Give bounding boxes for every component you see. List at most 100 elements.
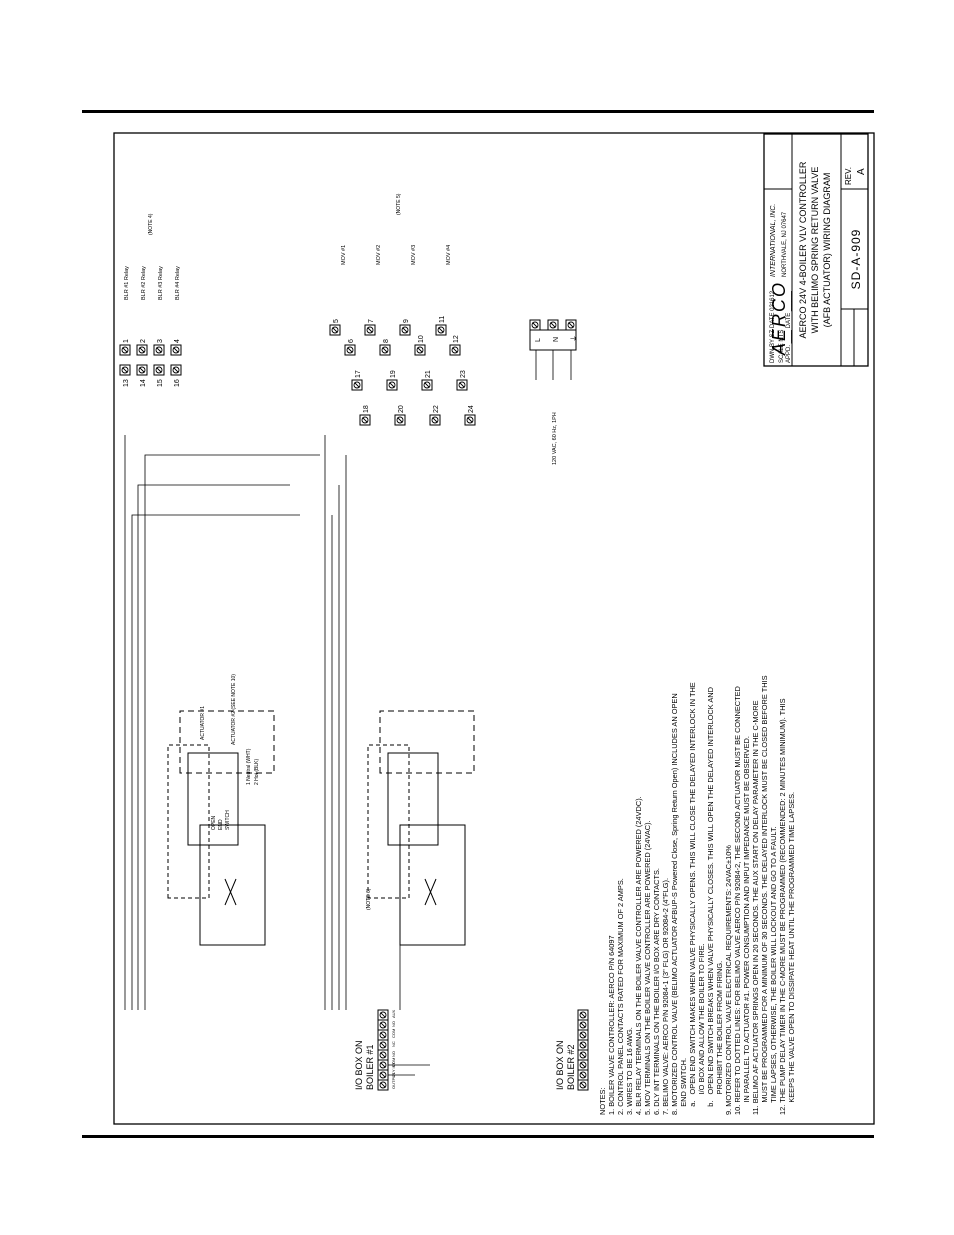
tb-address: NORTHVALE, NJ 07647 [782, 211, 788, 277]
tb-scale: SCALE NTS [779, 330, 785, 363]
svg-text:17: 17 [355, 370, 362, 378]
svg-text:4: 4 [174, 339, 181, 343]
tb-description-2: WITH BELIMO SPRING RETURN VALVE [810, 167, 820, 334]
tb-drawn-by: DWN.BY SZ DATE 021612 [770, 290, 776, 363]
svg-text:14: 14 [140, 379, 147, 387]
svg-text:7. BELIMO VALVE: AERCO P/N 920: 7. BELIMO VALVE: AERCO P/N 92084-1 (3" F… [661, 878, 670, 1115]
svg-text:NO: NO [391, 1051, 396, 1057]
title-block: DWN.BY SZ DATE 021612 SCALE NTS APPD. __… [763, 133, 869, 367]
svg-text:1. BOILER VALVE CONTROLLER: AE: 1. BOILER VALVE CONTROLLER: AERCO P/N 64… [607, 935, 616, 1115]
svg-text:MOV #1: MOV #1 [341, 245, 347, 265]
svg-text:11. BELIMO AF ACTUATOR SPRINGS: 11. BELIMO AF ACTUATOR SPRINGS OPEN IN 2… [751, 700, 760, 1115]
svg-text:12: 12 [453, 335, 460, 343]
svg-text:BLR #2 Relay: BLR #2 Relay [141, 266, 147, 300]
tb-drawing-number: SD-A-909 [849, 229, 863, 290]
svg-text:5: 5 [333, 319, 340, 323]
svg-text:20: 20 [398, 405, 405, 413]
notes-block: NOTES: 1. BOILER VALVE CONTROLLER: AERCO… [598, 675, 796, 1115]
svg-text:23: 23 [460, 370, 467, 378]
tb-description-1: AERCO 24V 4-BOILER VLV CONTROLLER [798, 161, 808, 338]
svg-text:PROHIBIT THE BOILER FROM FIRIN: PROHIBIT THE BOILER FROM FIRING. [715, 961, 724, 1115]
svg-text:COM: COM [391, 1058, 396, 1067]
svg-text:END: END [218, 819, 224, 830]
notes-heading: NOTES: [598, 1087, 607, 1115]
svg-text:2. CONTROL PANEL CONTACTS RATE: 2. CONTROL PANEL CONTACTS RATED FOR MAXI… [616, 878, 625, 1115]
tb-company-sub: INTERNATIONAL, INC. [770, 204, 777, 277]
svg-text:MOV #3: MOV #3 [411, 245, 417, 265]
svg-text:SWITCH: SWITCH [225, 810, 231, 830]
svg-text:END SWITCH.: END SWITCH. [679, 1058, 688, 1115]
svg-text:18: 18 [363, 405, 370, 413]
svg-text:8: 8 [383, 339, 390, 343]
svg-text:16: 16 [174, 379, 181, 387]
svg-text:COM: COM [391, 1029, 396, 1038]
svg-text:6: 6 [348, 339, 355, 343]
svg-text:BOILER #1: BOILER #1 [365, 1044, 375, 1090]
svg-text:5. MOV TERMINALS ON THE BOILER: 5. MOV TERMINALS ON THE BOILER VALVE CON… [643, 820, 652, 1115]
svg-text:KEEPS THE VALVE OPEN TO DISSIP: KEEPS THE VALVE OPEN TO DISSIPATE HEAT U… [787, 792, 796, 1115]
svg-text:NO: NO [391, 1021, 396, 1027]
tb-approved: APPD. ____ DATE ______ [786, 290, 792, 363]
svg-text:4. BLR RELAY TERMINALS ON THE: 4. BLR RELAY TERMINALS ON THE BOILER VAL… [634, 796, 643, 1115]
actuator-group-1 [167, 710, 430, 1076]
svg-text:10. REFER TO DOTTED LINES: FOR: 10. REFER TO DOTTED LINES: FOR BELIMO VA… [733, 686, 742, 1115]
svg-text:TIME LAPSES, OTHERWISE, THE BO: TIME LAPSES, OTHERWISE, THE BOILER WILL … [769, 826, 778, 1115]
svg-text:24: 24 [468, 405, 475, 413]
svg-text:11: 11 [439, 316, 446, 323]
svg-text:12. THE PUMP DELAY TIMER IN TH: 12. THE PUMP DELAY TIMER IN THE C-MORE M… [778, 698, 787, 1115]
svg-text:MUST BE PROGRAMMED FOR A MINIM: MUST BE PROGRAMMED FOR A MINIMUM OF 30 S… [760, 675, 769, 1115]
mov-terminals: 5 7 9 11 6 8 10 12 17 19 21 23 18 20 22 … [329, 193, 476, 426]
svg-text:I/O BOX ON: I/O BOX ON [354, 1040, 364, 1090]
svg-text:BLR #3 Relay: BLR #3 Relay [158, 266, 164, 300]
actuator-group-2 [367, 710, 475, 946]
svg-text:NC: NC [391, 1041, 396, 1047]
bottom-rule [82, 1135, 874, 1138]
power-label: 120 VAC, 60 Hz, 1PH [552, 412, 558, 465]
svg-text:(NOTE 4): (NOTE 4) [148, 213, 154, 235]
io-box-boiler-2: I/O BOX ON BOILER #2 [555, 1009, 589, 1091]
svg-text:10: 10 [418, 335, 425, 343]
svg-text:I/O BOX ON: I/O BOX ON [555, 1040, 565, 1090]
svg-text:I/O BOX AND ALLOW THE BOILER T: I/O BOX AND ALLOW THE BOILER TO FIRE. [697, 943, 706, 1115]
svg-text:22: 22 [433, 405, 440, 413]
svg-text:N: N [553, 337, 560, 342]
svg-text:BOILER #2: BOILER #2 [566, 1044, 576, 1090]
svg-text:15: 15 [157, 379, 164, 387]
svg-text:1 Neutral (WHT): 1 Neutral (WHT) [246, 748, 252, 785]
svg-text:IN PARALLEL TO ACTUATOR #1. PO: IN PARALLEL TO ACTUATOR #1. POWER CONSUM… [742, 736, 751, 1115]
io-box-boiler-1: I/O BOX ON BOILER #1 (NOTE 6) OUTPUT DLY… [354, 888, 396, 1091]
svg-text:9. MOTORIZED CONTROL VALVE ELE: 9. MOTORIZED CONTROL VALVE ELECTRICAL RE… [724, 845, 733, 1115]
svg-text:AUX: AUX [391, 1009, 396, 1018]
wiring-trunk [124, 435, 347, 1010]
relay-terminals: 1 2 3 4 13 14 15 16 BLR #1 Relay BLR #2 … [119, 213, 182, 387]
tb-description-3: (AFB ACTUATOR) WIRING DIAGRAM [822, 173, 832, 328]
svg-text:MOV #2: MOV #2 [376, 245, 382, 265]
svg-text:8. MOTORIZED CONTROL VALVE (BE: 8. MOTORIZED CONTROL VALVE (BELIMO ACTUA… [670, 693, 679, 1115]
svg-text:3. WIRES TO BE 16 AWG.: 3. WIRES TO BE 16 AWG. [625, 1027, 634, 1115]
tb-rev-label: REV. [844, 167, 853, 185]
svg-text:L: L [535, 338, 542, 342]
svg-text:MOV #4: MOV #4 [446, 245, 452, 265]
tb-rev: A [856, 168, 867, 175]
svg-text:⏚: ⏚ [570, 335, 578, 342]
svg-text:7: 7 [368, 319, 375, 323]
svg-text:2: 2 [140, 339, 147, 343]
drawing-border [113, 132, 875, 1125]
tb-company-logo: AERCO [769, 281, 789, 356]
svg-text:b. OPEN END SWITCH BREAKS WH: b. OPEN END SWITCH BREAKS WHEN VALVE PHY… [706, 687, 715, 1115]
svg-text:19: 19 [390, 370, 397, 378]
svg-text:BLR #4 Relay: BLR #4 Relay [175, 266, 181, 300]
svg-text:ACTUATOR #2 (SEE NOTE 10): ACTUATOR #2 (SEE NOTE 10) [231, 674, 237, 745]
top-rule [82, 110, 874, 113]
svg-text:6. DLY INT TERMINALS ON THE BO: 6. DLY INT TERMINALS ON THE BOILER I/O B… [652, 868, 661, 1115]
svg-text:OPEN: OPEN [211, 815, 217, 830]
svg-text:13: 13 [123, 379, 130, 387]
svg-text:1: 1 [123, 339, 130, 343]
svg-text:DLY INT: DLY INT [391, 1061, 396, 1077]
svg-text:OUTPUT: OUTPUT [391, 1072, 396, 1089]
svg-text:(NOTE 6): (NOTE 6) [366, 888, 372, 910]
power-terminal-block: L N ⏚ 120 VAC, 60 Hz, 1PH [529, 319, 578, 465]
svg-text:9: 9 [403, 319, 410, 323]
svg-text:2 Hot (BLK): 2 Hot (BLK) [254, 759, 260, 785]
